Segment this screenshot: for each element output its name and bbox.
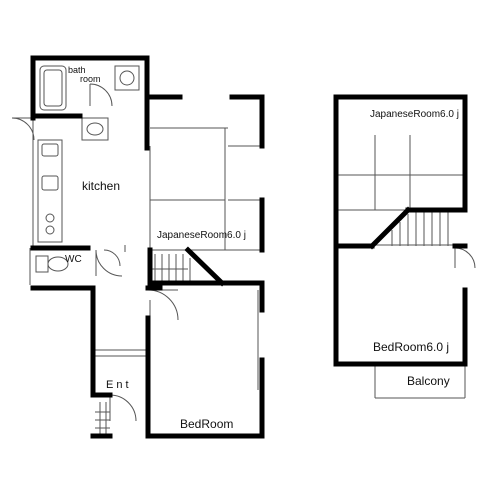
room-labels: bath room kitchen WC Ent JapaneseRoom6.0…	[65, 65, 459, 431]
wc-label: WC	[65, 254, 82, 265]
bedroom-2f-label: BedRoom6.0 j	[373, 340, 449, 354]
bedroom-1f-label: BedRoom	[180, 417, 233, 431]
entrance-label: Ent	[106, 379, 132, 391]
toilet	[35, 255, 69, 273]
bathtub	[39, 65, 67, 111]
kitchen-label: kitchen	[82, 179, 120, 193]
kitchen-counter	[37, 139, 63, 243]
balcony-label: Balcony	[407, 374, 450, 388]
entrance-steps	[95, 402, 110, 436]
stairs-2f	[391, 212, 449, 246]
door-swings-2f	[454, 247, 476, 269]
walls-2f	[333, 94, 468, 367]
ground-floor	[11, 55, 265, 439]
upper-floor	[333, 94, 476, 399]
stairs-1f	[150, 254, 191, 284]
bathroom-label: bath	[68, 65, 86, 75]
bathroom-sink	[114, 65, 140, 91]
japanese-room-1f-label: JapaneseRoom6.0 j	[157, 230, 246, 241]
japanese-room-2f-label: JapaneseRoom6.0 j	[370, 109, 459, 120]
walls-1f	[30, 55, 265, 439]
washbasin	[81, 117, 109, 141]
bathroom-label-line2: room	[80, 74, 101, 84]
thin-lines	[29, 118, 262, 390]
